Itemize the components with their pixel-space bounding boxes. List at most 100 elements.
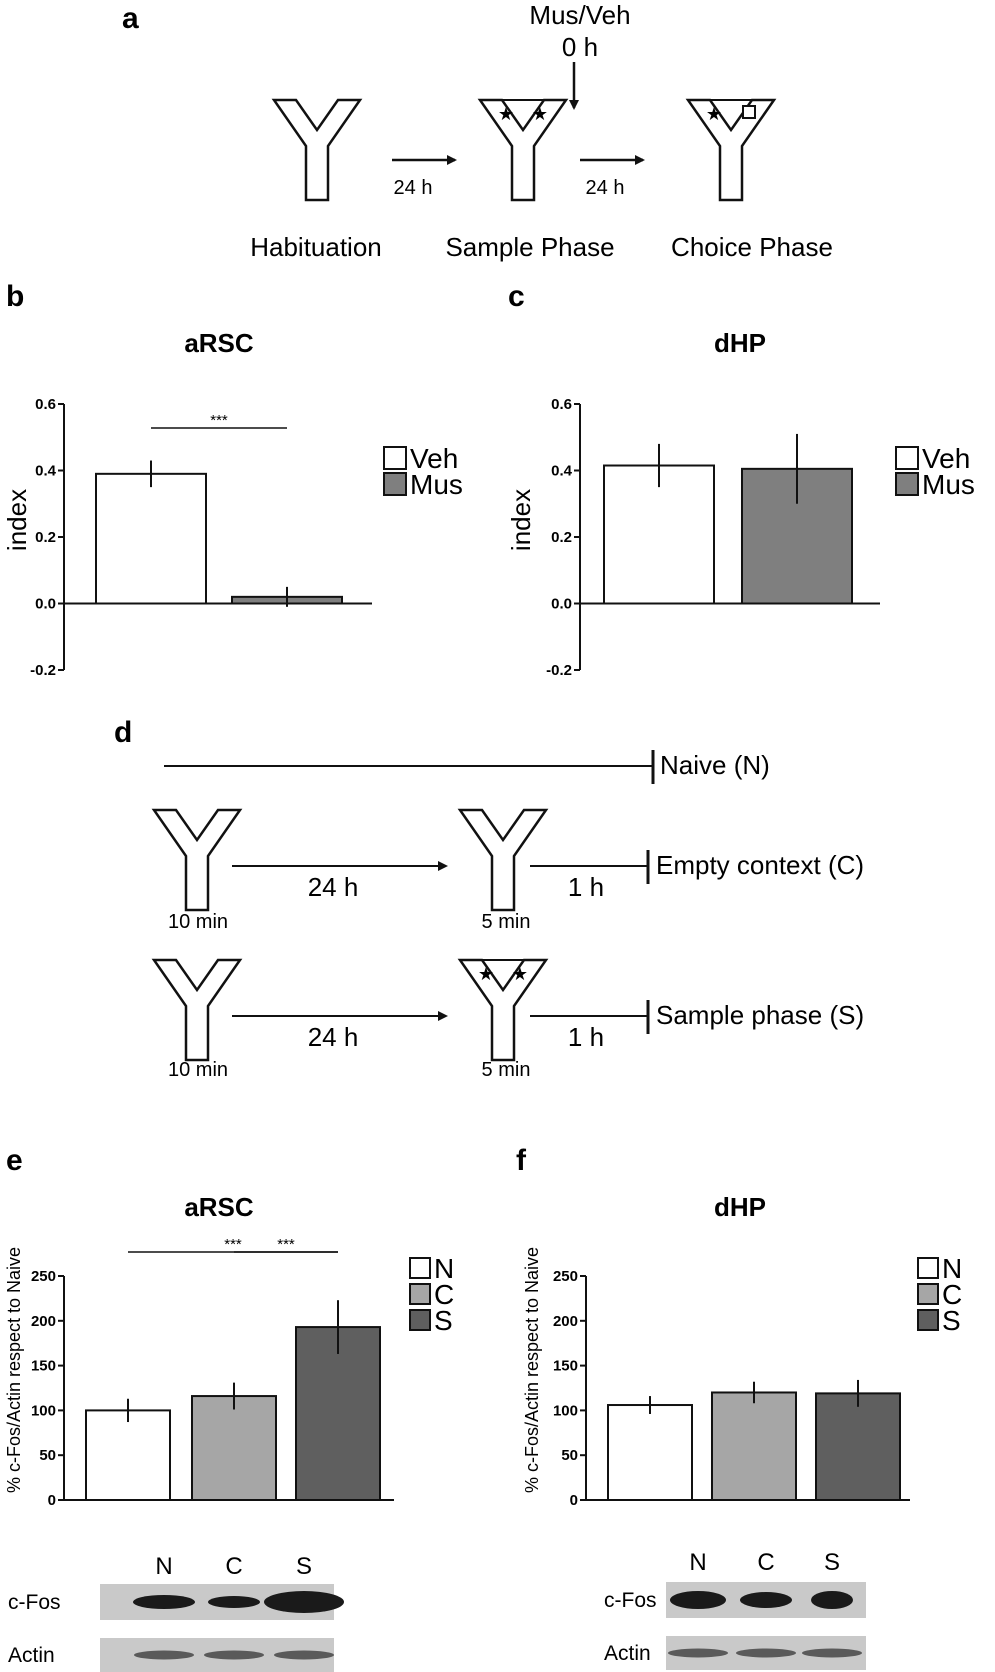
blot-band [736,1648,796,1658]
y-tick-label: 250 [553,1268,578,1285]
blot-row-label: Actin [8,1644,55,1667]
injection-label: Mus/Veh [529,0,630,30]
legend-swatch [917,1283,939,1305]
row2-first-duration: 10 min [168,1059,228,1081]
y-tick-label: 250 [31,1268,56,1285]
y-tick-label: 0.2 [35,529,56,546]
bar-n [85,1409,171,1502]
schema-d: Naive (N) 10 min 24 h 5 min 1 h Empty co… [151,750,864,1081]
blot-lane-label: C [225,1553,242,1580]
object-star-icon: ★ [498,104,514,124]
blot-lane-label: N [155,1553,172,1580]
blot-band [668,1648,728,1658]
object-star-icon: ★ [512,964,528,984]
ymaze-choice-icon [685,98,777,202]
bar-n [607,1404,693,1502]
row2-condition-label: Sample phase (S) [656,1000,864,1030]
stage-choice-label: Choice Phase [671,232,833,262]
bar-c [191,1395,277,1501]
naive-label: Naive (N) [660,750,770,780]
y-tick-label: 0.6 [35,396,56,413]
y-tick-label: 0.4 [551,463,573,480]
legend-label: C [942,1279,962,1310]
object-star-icon: ★ [706,104,722,124]
blot-band [208,1596,260,1608]
panel-label-e: e [6,1144,23,1177]
y-tick-label: 0 [570,1492,578,1509]
blot-band [134,1650,194,1660]
interval-label-2: 24 h [586,177,625,199]
legend-label: S [434,1305,453,1336]
schema-a: 24 h ★ ★ Mus/Veh 0 h 24 h ★ Habituation … [250,0,833,262]
stage-habituation-label: Habituation [250,232,382,262]
novel-object-square-icon [742,105,756,119]
significance-label: *** [210,412,228,429]
legend-swatch [895,472,919,496]
legend-label: Veh [922,443,970,474]
blot-band [670,1591,726,1609]
panel-label-c: c [508,280,525,313]
legend-swatch [383,446,407,470]
legend-swatch [409,1257,431,1279]
blot-lane-label: S [296,1553,312,1580]
panel-label-f: f [516,1144,527,1177]
row1-delay-label: 1 h [568,872,604,902]
y-tick-label: 0.0 [551,596,572,613]
y-tick-label: 100 [553,1402,578,1419]
stage-sample-label: Sample Phase [445,232,614,262]
blot-lane-label: S [824,1549,840,1576]
legend-swatch [383,472,407,496]
object-star-icon: ★ [532,104,548,124]
row1-second-duration: 5 min [482,911,531,933]
legend-swatch [917,1309,939,1331]
blot-band [133,1595,195,1609]
y-tick-label: 150 [31,1358,56,1375]
blot-band [802,1648,862,1658]
y-tick-label: 150 [553,1358,578,1375]
row2-delay-label: 1 h [568,1022,604,1052]
bar-veh [603,464,715,605]
blot-row-label: Actin [604,1642,651,1665]
y-tick-label: 0 [48,1492,56,1509]
legend-label: C [434,1279,454,1310]
legend-label: Mus [410,469,463,500]
row2-second-duration: 5 min [482,1059,531,1081]
significance-label: *** [277,1236,295,1253]
y-tick-label: 0.6 [551,396,572,413]
y-tick-label: 50 [561,1447,578,1464]
y-axis-label: % c-Fos/Actin respect to Naive [522,1247,542,1493]
blot-lane-label: C [757,1549,774,1576]
panel-label-a: a [122,2,139,35]
legend-label: N [942,1253,962,1284]
y-tick-label: 200 [553,1313,578,1330]
ymaze-sample-icon [477,98,569,202]
legend-swatch [917,1257,939,1279]
row1-interval-label: 24 h [308,872,359,902]
y-axis-label: % c-Fos/Actin respect to Naive [4,1247,24,1493]
blot-band [740,1592,792,1608]
blot-row-label: c-Fos [8,1591,61,1614]
blot-band [274,1650,334,1660]
interval-label-1: 24 h [394,177,433,199]
panel-label-d: d [114,716,132,749]
legend-label: N [434,1253,454,1284]
legend-label: Mus [922,469,975,500]
ymaze-habituation-icon [271,98,363,202]
legend-label: Veh [410,443,458,474]
legend-swatch [895,446,919,470]
panel-label-b: b [6,280,24,313]
significance-label: *** [224,1236,242,1253]
bar-veh [95,472,207,605]
row2-interval-label: 24 h [308,1022,359,1052]
legend-label: S [942,1305,961,1336]
blot-band [204,1650,264,1660]
ymaze-row1-second-icon [457,808,549,912]
y-tick-label: 200 [31,1313,56,1330]
y-tick-label: -0.2 [30,662,56,679]
chart-title: dHP [714,1192,766,1222]
row1-condition-label: Empty context (C) [656,850,864,880]
